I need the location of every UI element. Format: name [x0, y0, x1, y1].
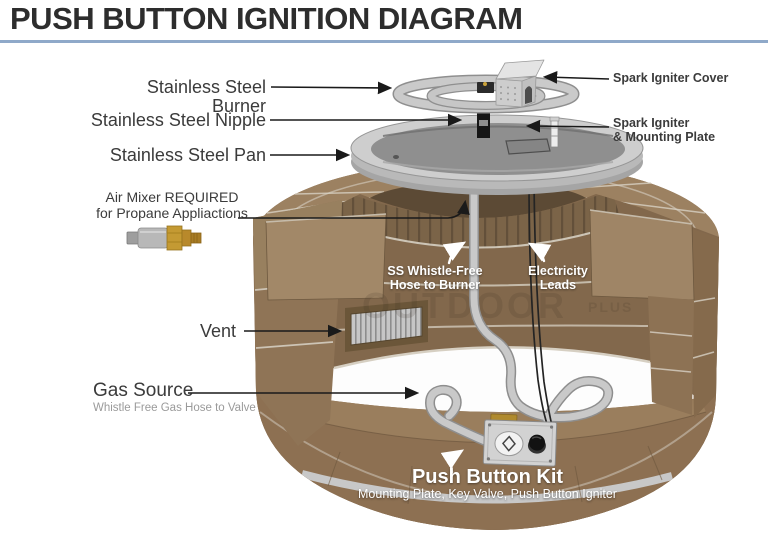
- label-spark-igniter-line2: & Mounting Plate: [613, 130, 716, 144]
- overlay-hose-line2: Hose to Burner: [389, 278, 481, 292]
- watermark: OUTDOOR PLUS: [362, 285, 633, 326]
- svg-text:OUTDOOR: OUTDOOR: [362, 285, 567, 326]
- electricity-wires: [528, 177, 553, 427]
- label-spark-igniter-line1: Spark Igniter: [613, 116, 690, 130]
- label-spark-igniter-cover: Spark Igniter Cover: [613, 71, 729, 85]
- spark-igniter: [549, 116, 560, 148]
- arrow-electricity: [527, 242, 552, 263]
- callout-arrows: [188, 70, 610, 400]
- label-gas-source-sub: Whistle Free Gas Hose to Valve: [93, 402, 256, 414]
- overlay-hose-line1: SS Whistle-Free: [387, 264, 483, 278]
- overlay-electricity-leads: Electricity Leads: [528, 264, 588, 292]
- svg-text:PLUS: PLUS: [588, 299, 633, 315]
- arrow-burner: [270, 81, 393, 95]
- left-cut-faces: [253, 200, 387, 446]
- spark-igniter-cover-box: [495, 59, 545, 108]
- arrow-hose: [442, 241, 467, 265]
- label-stainless-steel-nipple: Stainless Steel Nipple: [90, 110, 266, 130]
- fire-pit-body: OUTDOOR PLUS: [253, 159, 719, 530]
- overlay-push-button-kit-sub: Mounting Plate, Key Valve, Push Button I…: [358, 487, 617, 501]
- label-stainless-steel-pan: Stainless Steel Pan: [109, 145, 266, 165]
- push-button-kit: [482, 413, 558, 467]
- arrow-push-button-kit: [440, 449, 465, 474]
- overlay-push-button-kit: Push Button Kit: [411, 466, 564, 488]
- arrow-igniter-cover: [542, 70, 610, 84]
- air-mixer-fitting: [126, 225, 202, 251]
- vent-opening: [345, 300, 428, 352]
- page-title: PUSH BUTTON IGNITION DIAGRAM: [10, 1, 523, 36]
- burner-ring: [392, 74, 580, 114]
- label-air-mixer-line2: for Propane Appliactions: [96, 205, 248, 221]
- arrow-igniter-plate: [525, 119, 610, 133]
- label-vent: Vent: [199, 321, 236, 341]
- whistle-free-hose: [469, 175, 614, 425]
- white-curved-arrows: [440, 241, 552, 474]
- title-underline: [0, 40, 768, 43]
- gas-hose-hook: [425, 384, 497, 449]
- label-gas-source: Gas Source: [93, 380, 194, 401]
- stainless-steel-pan: [350, 114, 644, 195]
- arrow-air-mixer: [238, 199, 470, 219]
- right-cut-faces: [589, 209, 719, 418]
- label-stainless-steel-burner: Stainless Steel Burner: [146, 77, 266, 116]
- label-air-mixer-line1: Air Mixer REQUIRED: [105, 189, 239, 205]
